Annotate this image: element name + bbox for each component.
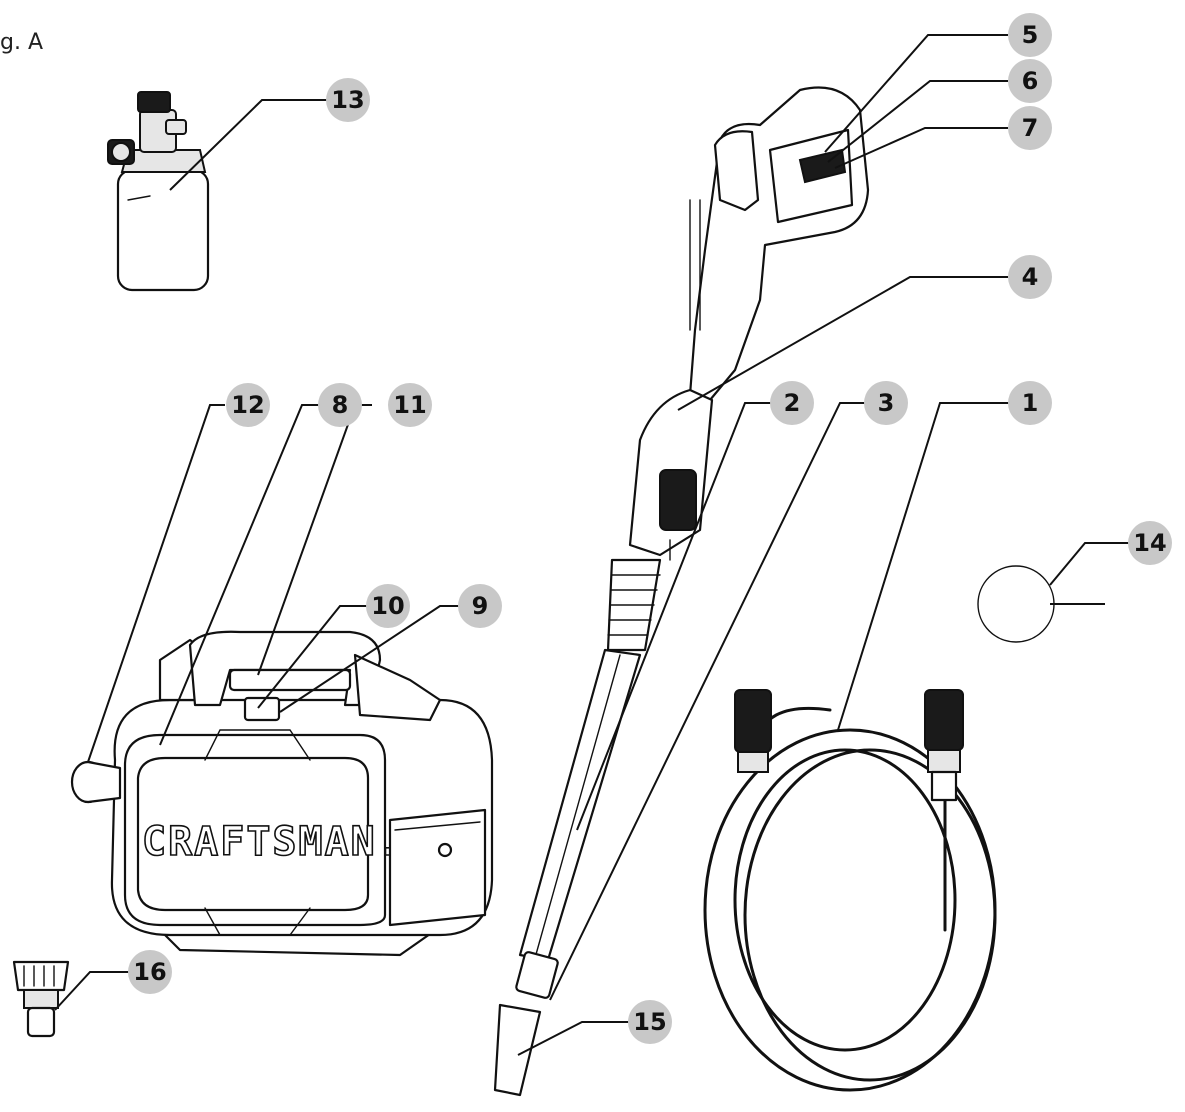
leader-lines (54, 34, 1130, 1056)
svg-text:4: 4 (1022, 263, 1039, 291)
svg-text:2: 2 (784, 389, 801, 417)
callout-12: 12 (226, 383, 270, 427)
svg-text:10: 10 (371, 592, 404, 620)
svg-text:9: 9 (472, 592, 489, 620)
callout-5: 5 (1008, 13, 1052, 57)
svg-text:15: 15 (633, 1008, 666, 1036)
callout-9: 9 (458, 584, 502, 628)
svg-text:6: 6 (1022, 67, 1039, 95)
callout-6: 6 (1008, 59, 1052, 103)
svg-text:3: 3 (878, 389, 895, 417)
svg-text:13: 13 (331, 86, 364, 114)
callout-1: 1 (1008, 381, 1052, 425)
callout-3: 3 (864, 381, 908, 425)
callout-8: 8 (318, 383, 362, 427)
pressure-washer-body: CRAFTSMAN. (70, 630, 494, 957)
brand-logo: CRAFTSMAN. (142, 819, 403, 865)
svg-text:12: 12 (231, 391, 264, 419)
callout-11: 11 (388, 383, 432, 427)
callout-10: 10 (366, 584, 410, 628)
callout-16: 16 (128, 950, 172, 994)
svg-text:5: 5 (1022, 21, 1039, 49)
garden-hose-adapter (12, 960, 70, 1038)
callout-13: 13 (326, 78, 370, 122)
callout-4: 4 (1008, 255, 1052, 299)
high-pressure-hose (703, 689, 997, 1092)
o-ring-part (977, 565, 1055, 643)
callout-7: 7 (1008, 106, 1052, 150)
callout-14: 14 (1128, 521, 1172, 565)
figure-label: g. A (0, 30, 44, 55)
svg-text:1: 1 (1022, 389, 1039, 417)
callout-2: 2 (770, 381, 814, 425)
svg-text:7: 7 (1022, 114, 1039, 142)
callout-15: 15 (628, 1000, 672, 1044)
svg-text:11: 11 (393, 391, 426, 419)
svg-text:14: 14 (1133, 529, 1166, 557)
spray-gun-and-wand (493, 86, 870, 1097)
svg-text:8: 8 (332, 391, 349, 419)
svg-text:16: 16 (133, 958, 166, 986)
foam-cannon-bottle (107, 91, 210, 292)
